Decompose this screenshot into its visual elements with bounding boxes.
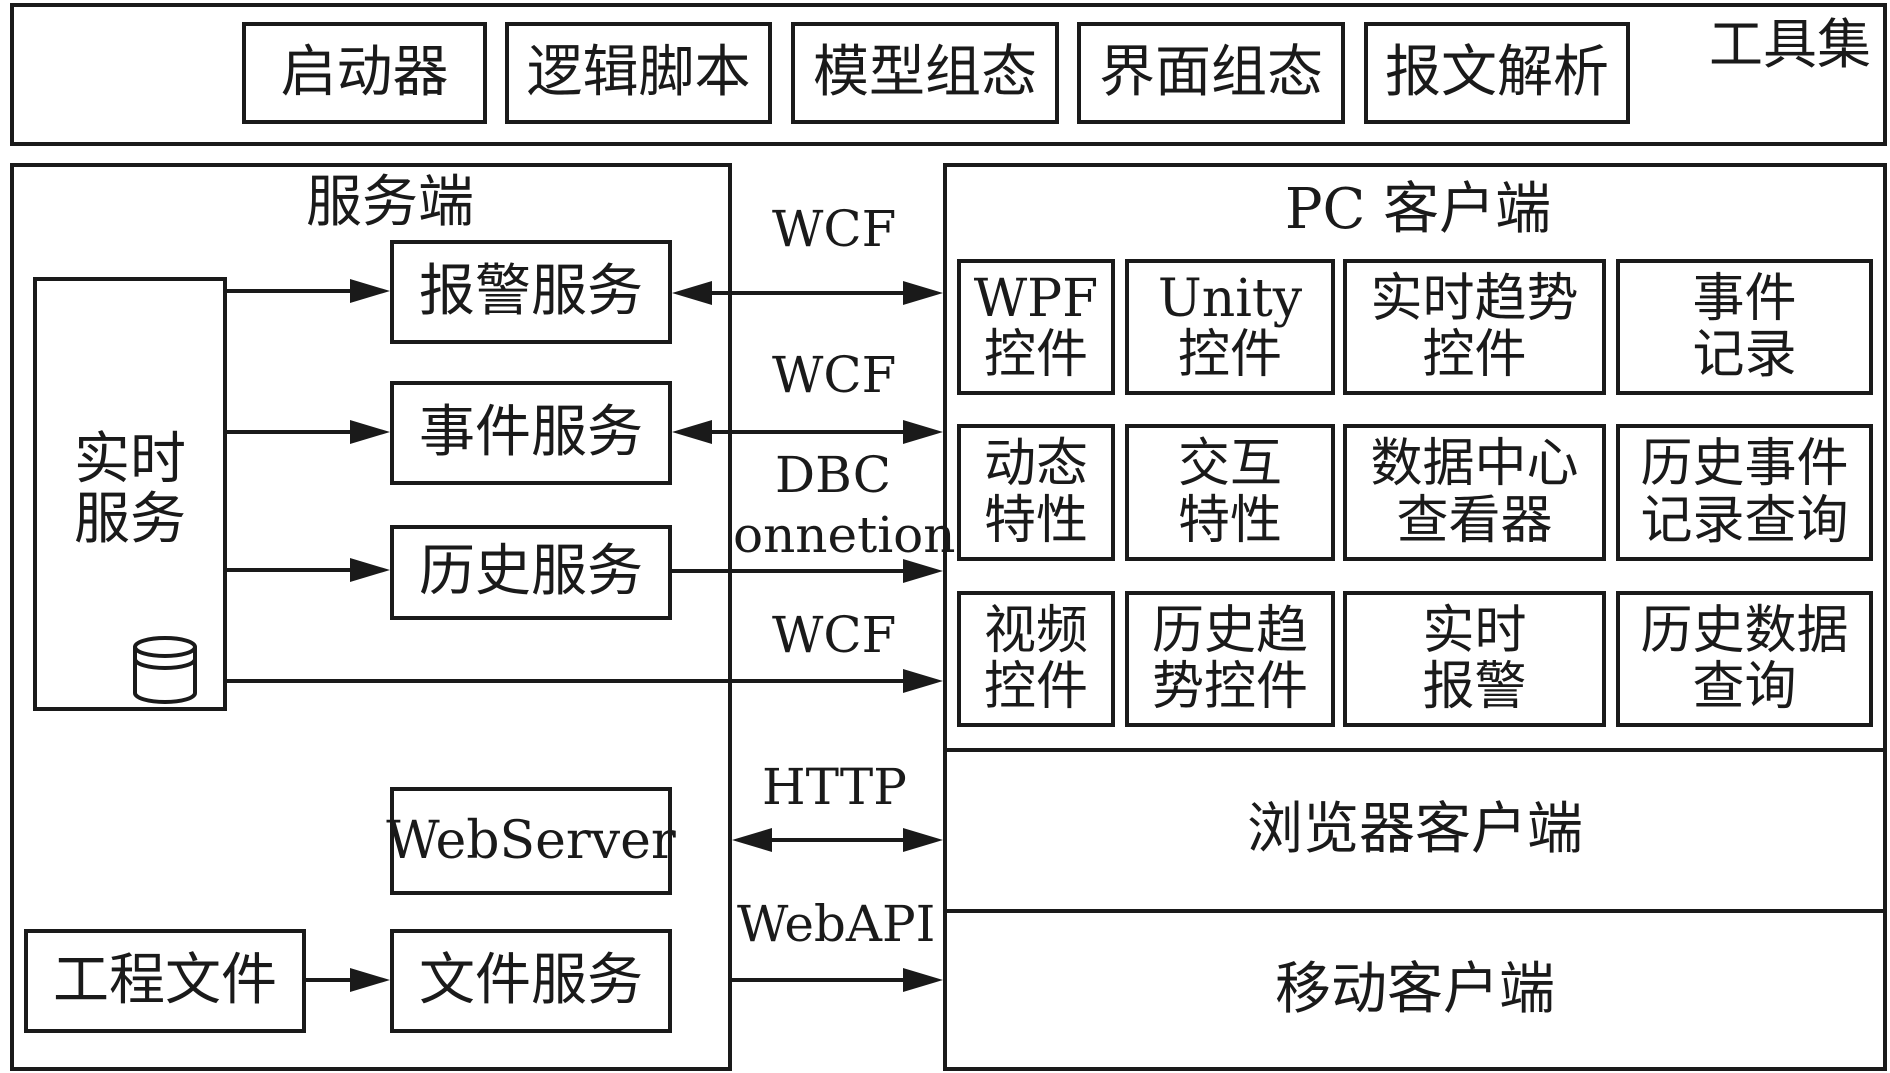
- toolset-title: 工具集: [1709, 12, 1871, 76]
- pc-module-history-event-query: 历史事件 记录查询: [1616, 424, 1873, 561]
- browser-client-label: 浏览器客户端: [1247, 797, 1583, 863]
- tool-logic-script: 逻辑脚本: [505, 22, 772, 124]
- pc-client-title: PC 客户端: [1284, 176, 1552, 242]
- tool-model-config: 模型组态: [791, 22, 1059, 124]
- pc-module-dynamic: 动态 特性: [957, 424, 1115, 561]
- pc-module-unity: Unity 控件: [1125, 259, 1335, 395]
- mobile-client-label: 移动客户端: [1275, 956, 1555, 1022]
- file-service: 文件服务: [390, 929, 672, 1033]
- pc-module-history-trend: 历史趋 势控件: [1125, 591, 1335, 727]
- pc-module-data-center: 数据中心 查看器: [1343, 424, 1606, 561]
- server-title: 服务端: [306, 169, 474, 235]
- pc-module-interaction: 交互 特性: [1125, 424, 1335, 561]
- history-service: 历史服务: [390, 525, 672, 620]
- mobile-client-panel: [943, 909, 1887, 1071]
- webserver-service: WebServer: [386, 787, 676, 895]
- protocol-dbc: DBC: [775, 446, 892, 504]
- protocol-webapi: WebAPI: [737, 895, 936, 953]
- realtime-service: [33, 277, 227, 711]
- pc-module-realtime-alarm: 实时 报警: [1343, 591, 1606, 727]
- realtime-service-label: 实时 服务: [74, 426, 186, 552]
- database-icon: [133, 636, 197, 704]
- pc-module-event-record: 事件 记录: [1616, 259, 1873, 395]
- alarm-service: 报警服务: [390, 240, 672, 344]
- tool-ui-config: 界面组态: [1077, 22, 1345, 124]
- protocol-dbc-connection: onnetion: [733, 506, 956, 564]
- protocol-http: HTTP: [762, 758, 907, 816]
- pc-module-history-data-query: 历史数据 查询: [1616, 591, 1873, 727]
- protocol-wcf-event: WCF: [772, 346, 897, 404]
- pc-module-wpf: WPF 控件: [957, 259, 1115, 395]
- tool-message-parser: 报文解析: [1364, 22, 1630, 124]
- event-service: 事件服务: [390, 381, 672, 485]
- tool-launcher: 启动器: [242, 22, 487, 124]
- pc-module-video: 视频 控件: [957, 591, 1115, 727]
- pc-module-realtime-trend: 实时趋势 控件: [1343, 259, 1606, 395]
- protocol-wcf-realtime: WCF: [772, 606, 897, 664]
- project-files: 工程文件: [24, 929, 306, 1033]
- protocol-wcf-alarm: WCF: [772, 200, 897, 258]
